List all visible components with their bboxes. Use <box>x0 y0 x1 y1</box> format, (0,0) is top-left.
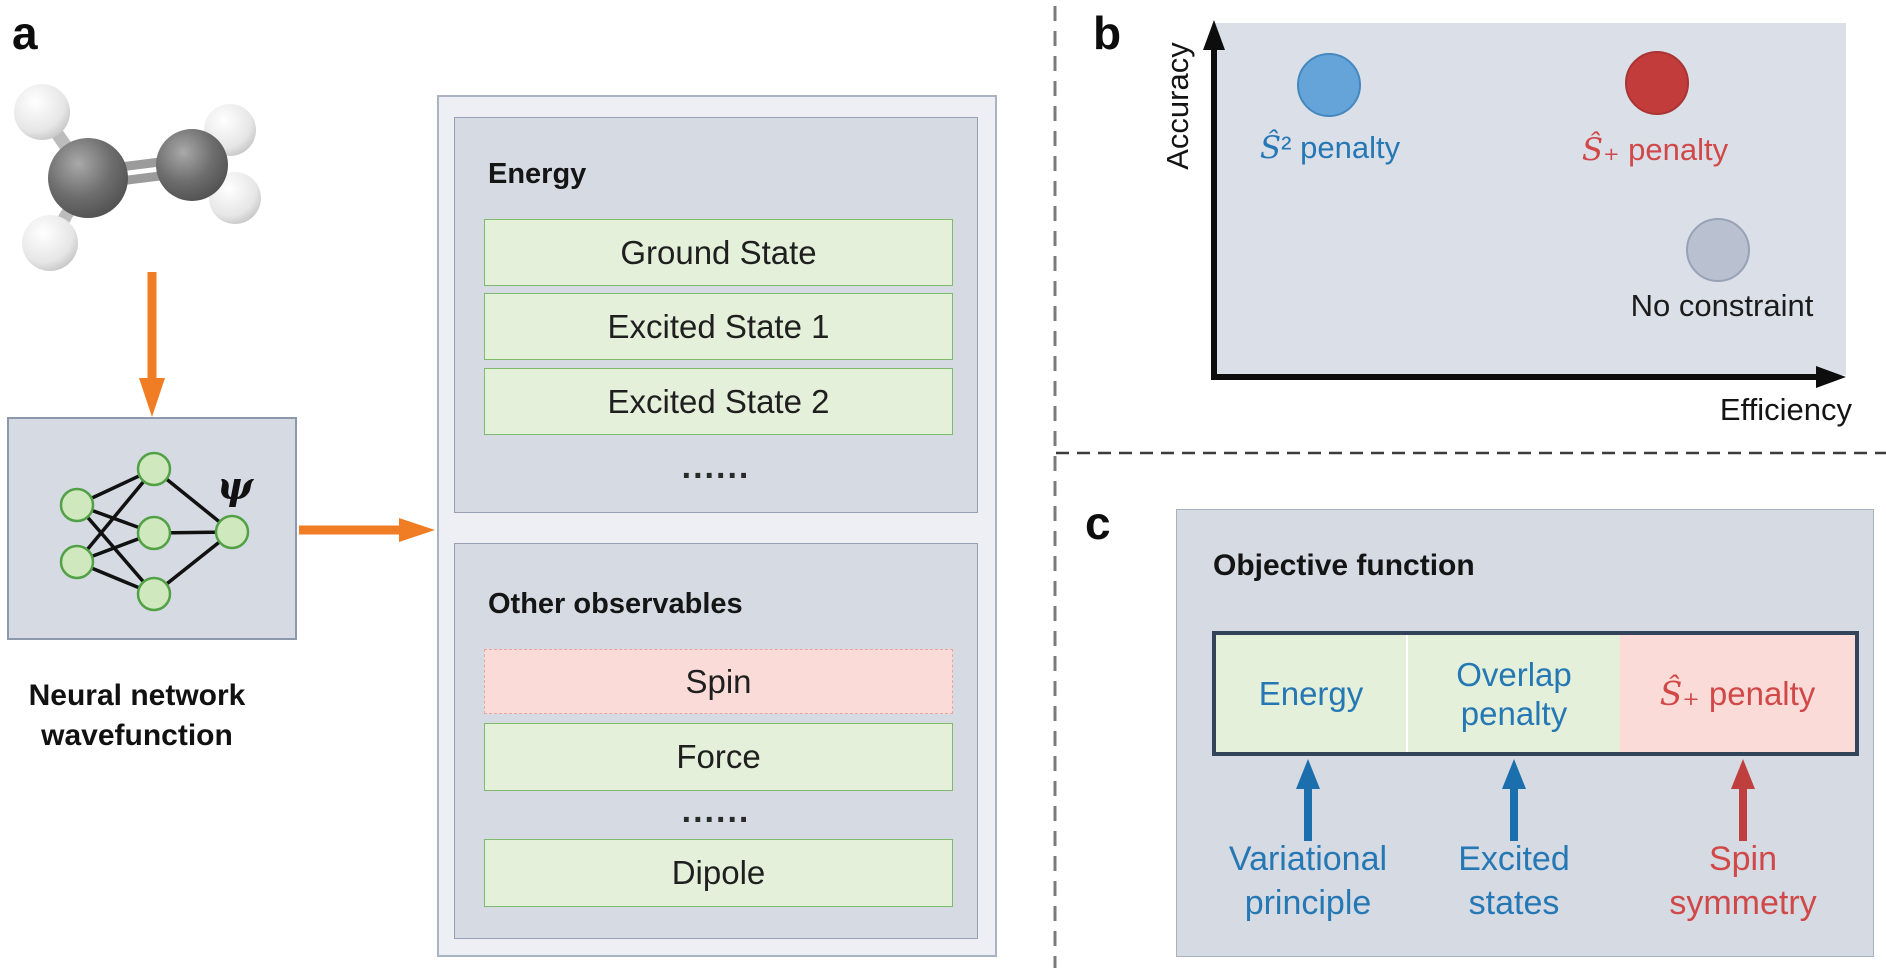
hydrogen-atom <box>209 172 261 224</box>
energy-row-excited-state-1: Excited State 1 <box>484 293 953 360</box>
observables-box: Other observables Spin Force ...... Dipo… <box>454 543 978 939</box>
objective-function-box: Objective function Energy Overlap penalt… <box>1176 509 1874 957</box>
term-cell-energy: Energy <box>1216 635 1406 752</box>
nn-caption: Neural network wavefunction <box>28 679 246 752</box>
x-axis-arrowhead <box>1816 366 1846 388</box>
annotation-variational-principle: Variational principle <box>1228 840 1388 922</box>
objective-function-title: Objective function <box>1213 549 1475 582</box>
term-label-energy: Energy <box>1258 675 1364 712</box>
observables-row-force: Force <box>484 723 953 791</box>
panel-a-letter: a <box>12 7 38 59</box>
point-label-s2-penalty: Ŝ² penalty <box>1259 130 1401 166</box>
energy-ellipsis: ...... <box>681 448 751 486</box>
point-splus-penalty <box>1625 51 1689 115</box>
down-arrow <box>139 272 165 417</box>
accuracy-efficiency-plot <box>1203 20 1846 388</box>
variational-principle-arrow <box>1296 759 1320 841</box>
objective-term-bar: Energy Overlap penalty Ŝ₊ penalty <box>1212 631 1859 756</box>
point-label-no-constraint: No constraint <box>1630 288 1814 323</box>
psi-symbol: ψ <box>217 463 254 508</box>
term-cell-splus-penalty: Ŝ₊ penalty <box>1620 635 1855 752</box>
point-s2-penalty <box>1297 53 1361 117</box>
observables-row-dipole: Dipole <box>484 839 953 907</box>
observables-ellipsis: ...... <box>681 792 751 830</box>
x-axis-label: Efficiency <box>1719 392 1852 427</box>
annotation-spin-symmetry: Spin symmetry <box>1669 840 1817 922</box>
y-axis-arrowhead <box>1203 20 1225 50</box>
spin-symmetry-arrow <box>1731 759 1755 841</box>
y-axis-label: Accuracy <box>1160 42 1195 170</box>
term-cell-overlap-penalty: Overlap penalty <box>1406 635 1620 752</box>
energy-box: Energy Ground State Excited State 1 Exci… <box>454 117 978 513</box>
neural-network-diagram: ψ <box>59 451 254 612</box>
annotation-arrows <box>1296 759 1755 841</box>
molecule-illustration <box>14 84 261 271</box>
hydrogen-atom <box>14 84 70 140</box>
energy-title: Energy <box>488 158 587 190</box>
excited-states-arrow <box>1502 759 1526 841</box>
carbon-atom <box>156 129 228 201</box>
panel-b-letter: b <box>1093 7 1122 59</box>
annotation-excited-states: Excited states <box>1458 840 1570 922</box>
neural-network-box: ψ <box>7 417 297 640</box>
nn-nodes <box>59 451 250 612</box>
point-label-splus-penalty: Ŝ₊ penalty <box>1581 132 1729 168</box>
observables-title: Other observables <box>488 588 743 620</box>
point-no-constraint <box>1686 218 1750 282</box>
panel-c-letter: c <box>1085 497 1111 549</box>
term-label-overlap-penalty: Overlap penalty <box>1456 655 1572 732</box>
term-label-splus-penalty: Ŝ₊ penalty <box>1659 674 1816 713</box>
energy-row-excited-state-2: Excited State 2 <box>484 368 953 435</box>
hydrogen-atom <box>22 215 78 271</box>
right-arrow <box>299 518 435 542</box>
observables-row-spin: Spin <box>484 649 953 714</box>
energy-row-ground-state: Ground State <box>484 219 953 286</box>
carbon-atom <box>48 138 128 218</box>
